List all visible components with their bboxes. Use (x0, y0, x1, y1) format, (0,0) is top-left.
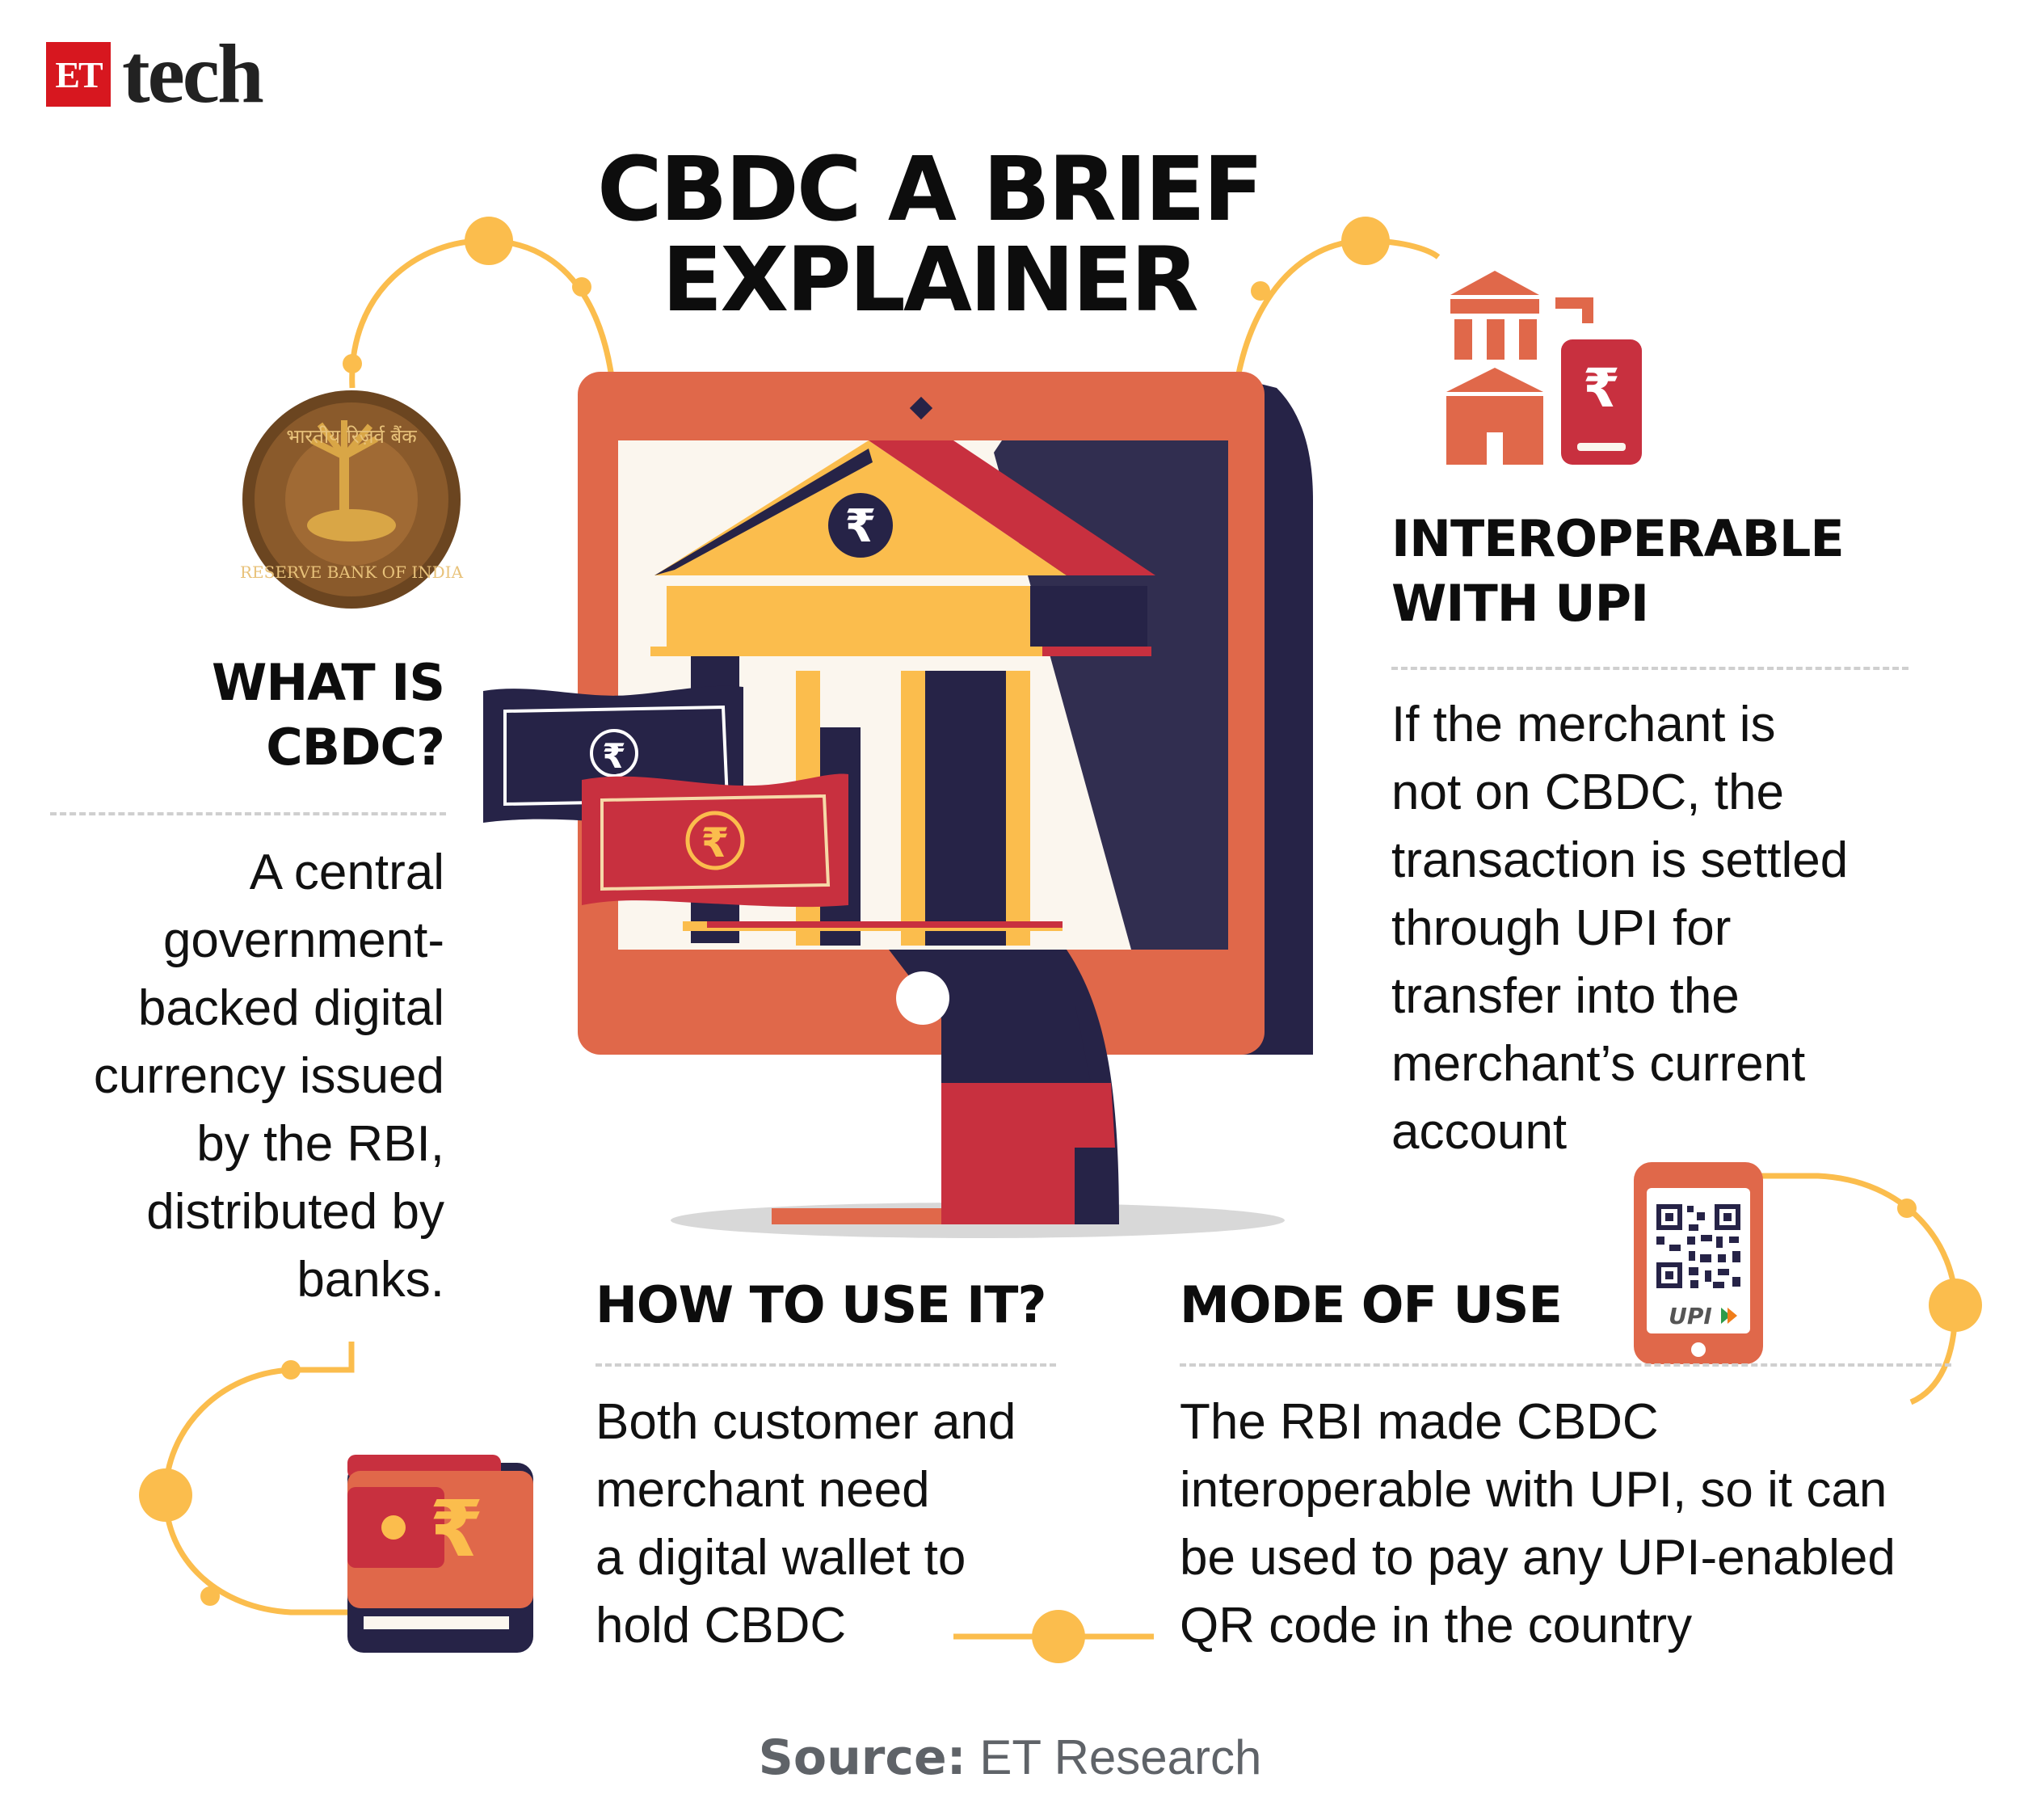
what-is-heading-line-1: WHAT IS (211, 653, 445, 712)
svg-text:₹: ₹ (845, 500, 877, 553)
title-line-2: EXPLAINER (662, 228, 1199, 331)
what-is-line: by the RBI, (196, 1116, 444, 1172)
mode-of-use-line: QR code in the country (1180, 1598, 1693, 1654)
how-to-use-line: Both customer and (595, 1394, 1016, 1450)
what-is-line: backed digital (137, 980, 444, 1036)
what-is-line: currency issued (93, 1048, 444, 1104)
interoperable-heading-line-2: WITH UPI (1391, 574, 1649, 633)
what-is-line: distributed by (146, 1184, 444, 1240)
mode-of-use-body: The RBI made CBDC interoperable with UPI… (1180, 1388, 1988, 1660)
svg-text:₹: ₹ (430, 1484, 484, 1574)
qr-code-icon (1656, 1204, 1740, 1288)
interoperable-line: If the merchant is (1391, 697, 1776, 752)
rupee-badge (828, 493, 893, 558)
logo-word: tech (122, 27, 264, 120)
seal-text-bottom: RESERVE BANK OF INDIA (240, 562, 464, 582)
mode-of-use-line: The RBI made CBDC (1180, 1394, 1659, 1450)
what-is-line: banks. (297, 1252, 444, 1308)
page-title: CBDC A BRIEF EXPLAINER (452, 144, 1406, 325)
interoperable-line: transaction is settled (1391, 832, 1849, 888)
mode-of-use-line: be used to pay any UPI-enabled (1180, 1530, 1896, 1586)
logo-badge: ET (46, 42, 111, 107)
interoperable-heading: INTEROPERABLE WITH UPI (1391, 507, 1957, 636)
camera-dot (909, 396, 933, 420)
svg-text:₹: ₹ (602, 736, 625, 776)
what-is-line: government- (162, 912, 444, 968)
wallet-icon: ₹ (347, 1455, 533, 1653)
connector-bottom-right (1761, 1173, 1959, 1405)
interoperable-heading-line-1: INTEROPERABLE (1391, 509, 1845, 568)
bank-phone-icon: ₹ (1446, 271, 1642, 465)
rbi-seal-icon: भारतीय रिज़र्व बैंक RESERVE BANK OF INDI… (240, 390, 464, 609)
how-to-use-heading: HOW TO USE IT? (595, 1275, 1046, 1334)
et-tech-logo: ET tech (46, 32, 264, 116)
mode-of-use-heading: MODE OF USE (1180, 1275, 1563, 1334)
svg-text:₹: ₹ (1583, 357, 1620, 419)
what-is-line: A central (249, 845, 444, 900)
mode-of-use-divider (1180, 1363, 1951, 1367)
connector-top-right (1229, 238, 1441, 441)
how-to-use-line: merchant need (595, 1462, 930, 1518)
interoperable-body: If the merchant is not on CBDC, the tran… (1391, 691, 1989, 1166)
how-to-use-line: hold CBDC (595, 1598, 847, 1654)
connector-dots (139, 217, 1982, 1663)
how-to-use-divider (595, 1363, 1056, 1367)
interoperable-line: merchant’s current (1391, 1036, 1806, 1092)
interoperable-line: transfer into the (1391, 968, 1740, 1024)
what-is-divider (50, 812, 446, 815)
upi-label: UPI (1669, 1303, 1712, 1329)
title-line-1: CBDC A BRIEF (596, 137, 1264, 241)
connector-bottom-left (162, 1342, 355, 1616)
banknote-red: ₹ (582, 773, 848, 908)
interoperable-line: not on CBDC, the (1391, 765, 1784, 820)
how-to-use-line: a digital wallet to (595, 1530, 966, 1586)
seal-text-top: भारतीय रिज़र्व बैंक (286, 425, 417, 448)
what-is-heading: WHAT IS CBDC? (145, 651, 445, 780)
what-is-heading-line-2: CBDC? (266, 718, 445, 777)
source-value: ET Research (979, 1730, 1262, 1784)
svg-text:₹: ₹ (701, 819, 730, 866)
mode-of-use-line: interoperable with UPI, so it can (1180, 1462, 1887, 1518)
interoperable-divider (1391, 667, 1908, 670)
source-credit: Source: ET Research (0, 1729, 2020, 1786)
power-button (896, 971, 949, 1025)
source-label: Source: (758, 1729, 966, 1786)
what-is-body: A central government- backed digital cur… (32, 839, 444, 1314)
upi-phone-icon: UPI (1634, 1162, 1763, 1364)
interoperable-line: through UPI for (1391, 900, 1732, 956)
how-to-use-body: Both customer and merchant need a digita… (595, 1388, 1113, 1660)
interoperable-line: account (1391, 1104, 1568, 1160)
